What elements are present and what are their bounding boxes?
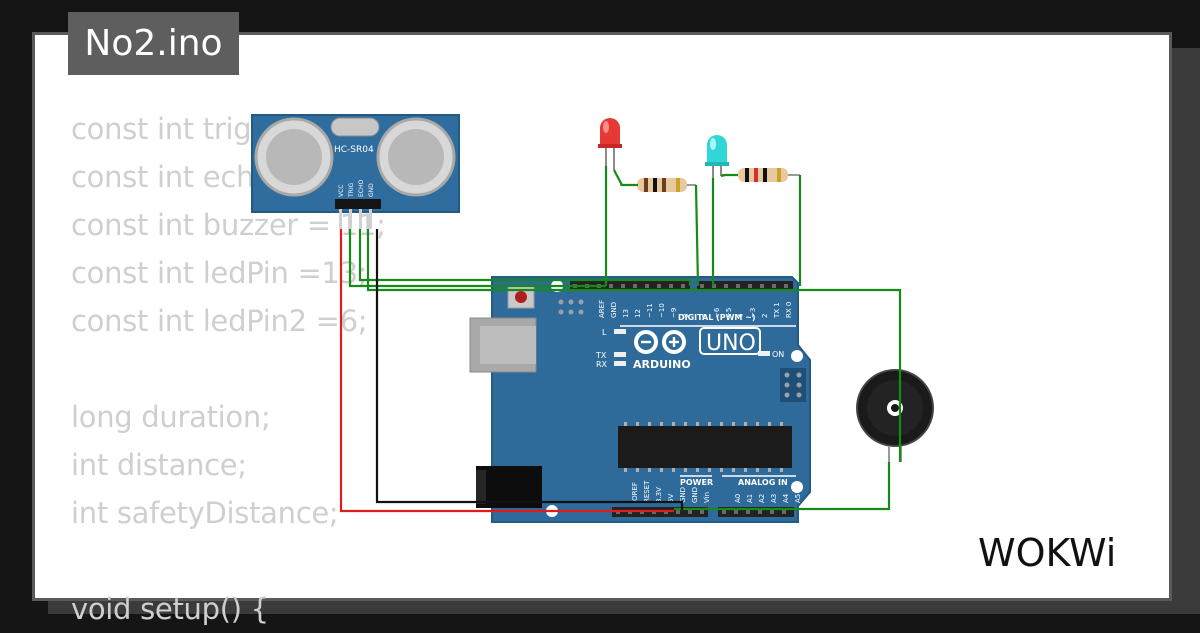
- wire-echo: [358, 229, 692, 286]
- led-on-indicator: [758, 351, 770, 356]
- pin-label: GND: [610, 302, 618, 318]
- wire-led2-res: [720, 173, 738, 178]
- code-line: const int ledPin =13;: [71, 256, 368, 290]
- led-rx-indicator: [614, 361, 626, 366]
- led-label-l: L: [602, 328, 607, 337]
- hc-sr04-sensor[interactable]: HC-SR04 VCC TRIG ECHO GND: [251, 114, 460, 229]
- wire-gnd-black: [375, 229, 684, 510]
- pin-label: A5: [794, 494, 802, 503]
- analog-header: [718, 507, 794, 517]
- pin-label: 13: [622, 309, 630, 318]
- pin-label: IOREF: [631, 482, 639, 503]
- pin-label: VCC: [338, 185, 345, 197]
- wire-buzzer: [674, 462, 891, 511]
- pin-label: A1: [746, 494, 754, 503]
- digital-label: DIGITAL (PWM ~): [678, 313, 756, 322]
- mounting-hole: [791, 350, 803, 362]
- pin-label: ~11: [646, 303, 654, 318]
- wire-vcc: [339, 229, 674, 513]
- pin-label: A3: [770, 494, 778, 503]
- code-line: int safetyDistance;: [71, 496, 339, 530]
- led-l-indicator: [614, 329, 626, 334]
- red-led[interactable]: [598, 118, 622, 170]
- pin-label: 7: [701, 314, 709, 318]
- pin-label: 3.3V: [655, 487, 663, 503]
- pin-label: ~10: [658, 303, 666, 318]
- code-line: int distance;: [71, 448, 247, 482]
- code-line: long duration;: [71, 400, 271, 434]
- piezo-buzzer[interactable]: [856, 369, 934, 462]
- logo-text: WOKWi: [978, 531, 1116, 575]
- analog-label: ANALOG IN: [738, 478, 788, 487]
- file-name-tag: No2.ino: [68, 12, 239, 75]
- atmega-chip: [618, 426, 792, 468]
- led-label-rx: RX: [596, 360, 608, 369]
- pin-label: TX 1: [773, 302, 781, 319]
- icsp-header: [558, 299, 584, 315]
- arduino-logo-icon: [634, 330, 686, 354]
- sensor-label: HC-SR04: [334, 145, 374, 155]
- board-brand: ARDUINO: [633, 358, 691, 371]
- pin-label: GND: [368, 183, 375, 197]
- pin-label: A0: [734, 494, 742, 503]
- pin-label: GND: [691, 487, 699, 503]
- board-model: UNO: [706, 331, 756, 356]
- power-label: POWER: [680, 478, 713, 487]
- digital-header-right: [697, 281, 793, 291]
- mounting-hole: [791, 481, 803, 493]
- on-label: ON: [772, 350, 784, 359]
- arduino-uno-board[interactable]: AREF GND 13 12 ~11 ~10 ~9 8 7 ~6 ~5 4 ~3…: [469, 276, 811, 523]
- pin-label: 12: [634, 309, 642, 318]
- led-label-tx: TX: [595, 351, 607, 360]
- pin-label: RX 0: [785, 302, 793, 318]
- pin-label: ~5: [725, 308, 733, 318]
- pin-label: 2: [761, 314, 769, 318]
- pin-label: AREF: [598, 300, 606, 318]
- wire-gnd-green: [366, 229, 902, 462]
- code-line: const int buzzer = 11;: [71, 208, 386, 242]
- digital-header-left: [570, 281, 690, 291]
- pin-label: RESET: [643, 480, 651, 503]
- pin-label: GND: [679, 487, 687, 503]
- pin-label: A4: [782, 493, 790, 503]
- pin-label: ECHO: [358, 180, 365, 197]
- wire-led1-res: [613, 169, 638, 187]
- wire-res1: [694, 184, 700, 287]
- resistor-1[interactable]: [620, 178, 696, 192]
- pin-label: A2: [758, 494, 766, 503]
- wire-trig: [348, 229, 606, 288]
- led-tx-indicator: [614, 352, 626, 357]
- code-line: void setup() {: [71, 592, 269, 626]
- pin-label: Vin: [703, 492, 711, 503]
- pin-label: ~6: [713, 307, 721, 318]
- wokwi-logo-icon: WOKWi: [978, 531, 1116, 575]
- pin-label: 5V: [667, 494, 675, 503]
- cyan-led[interactable]: [705, 135, 729, 178]
- pin-label: 8: [682, 314, 690, 318]
- pin-label: TRIG: [348, 182, 355, 198]
- pin-label: 4: [737, 313, 745, 318]
- pin-label: ~9: [670, 308, 678, 318]
- pin-label: ~3: [749, 308, 757, 318]
- crystal: [330, 117, 380, 137]
- wires: [339, 166, 902, 513]
